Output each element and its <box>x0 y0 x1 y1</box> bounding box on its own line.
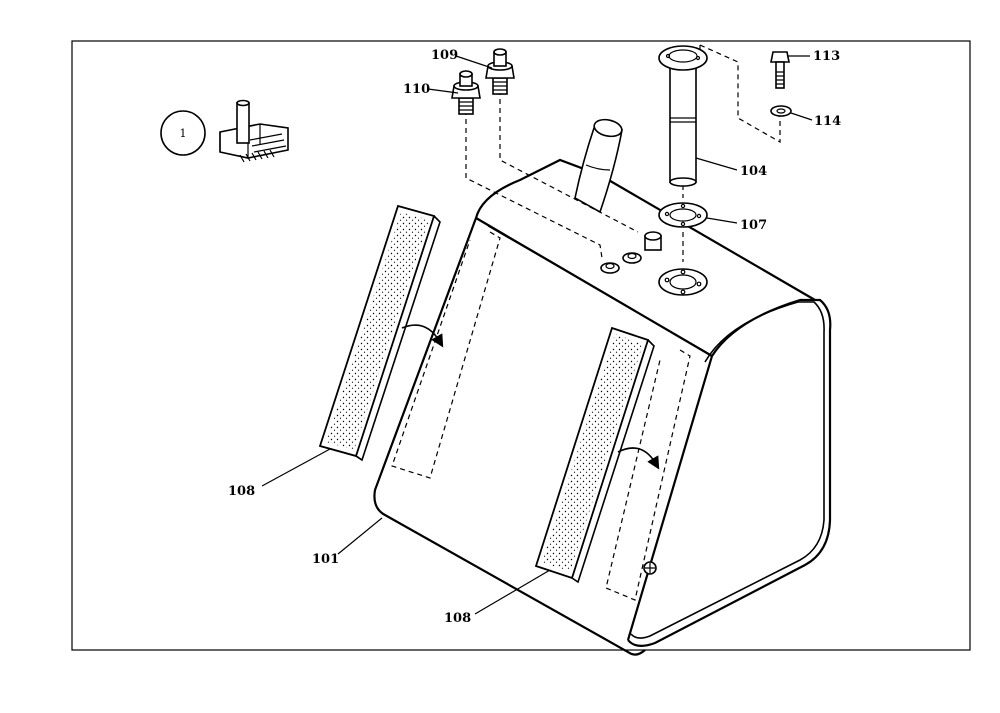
leader-110 <box>427 88 459 94</box>
assembly-line-109 <box>499 90 639 233</box>
callout-108-left: 108 <box>228 484 255 499</box>
pad-108-right <box>534 326 655 584</box>
leader-109 <box>455 55 493 69</box>
leader-101 <box>337 517 383 555</box>
callout-113: 113 <box>813 49 840 64</box>
badge-number: 1 <box>180 127 187 140</box>
washer-114 <box>770 105 792 117</box>
view-badge: 1 <box>160 110 206 156</box>
callout-114: 114 <box>814 114 841 129</box>
callout-101: 101 <box>312 552 339 567</box>
fitting-110 <box>451 70 481 115</box>
assembly-line-113 <box>699 44 781 144</box>
fuel-tank <box>373 118 832 656</box>
callout-108-right: 108 <box>444 611 471 626</box>
callout-109: 109 <box>431 48 458 63</box>
install-arrow-right <box>617 447 660 470</box>
gasket-107 <box>658 202 708 228</box>
drawing-frame <box>71 40 971 651</box>
assembly-symbol-icon <box>219 99 289 163</box>
leader-114 <box>790 112 813 121</box>
bolt-113 <box>770 51 790 89</box>
sender-tube-104 <box>658 45 708 187</box>
leader-107 <box>706 217 738 224</box>
leader-104 <box>695 157 738 171</box>
fitting-109 <box>485 48 515 95</box>
pad-108-left <box>318 204 441 462</box>
leader-108b <box>474 569 551 615</box>
callout-110: 110 <box>403 82 430 97</box>
install-arrow-left <box>401 324 444 348</box>
callout-104: 104 <box>740 164 767 179</box>
callout-107: 107 <box>740 218 767 233</box>
leader-108a <box>261 448 331 487</box>
